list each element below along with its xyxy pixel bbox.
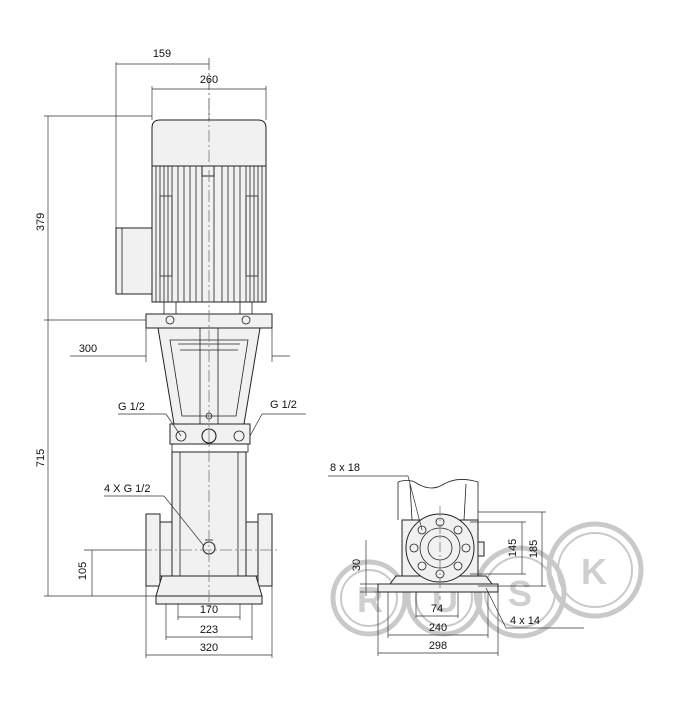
dim-170-label: 170 xyxy=(200,604,218,616)
dim-260-label: 260 xyxy=(200,74,218,86)
dim-30-label: 30 xyxy=(351,559,363,571)
dim-185-label: 185 xyxy=(528,540,540,558)
base-view-dimensions: 8 x 18 145 185 30 74 240 298 4 xyxy=(328,462,584,656)
bolt-hole-icon xyxy=(417,561,427,571)
callout-left-port: G 1/2 xyxy=(118,401,145,413)
dim-105-label: 105 xyxy=(77,562,89,580)
dim-240-label: 240 xyxy=(429,622,447,634)
pump-front-view xyxy=(115,110,273,610)
inlet-flange xyxy=(145,513,173,587)
dim-379-label: 379 xyxy=(35,213,47,231)
pump-base-view xyxy=(377,479,499,600)
bolt-hole-icon xyxy=(453,561,463,571)
dim-145-label: 145 xyxy=(507,539,519,557)
bolt-hole-icon xyxy=(409,543,419,553)
dim-223-label: 223 xyxy=(200,624,218,636)
watermark-letter-3: S xyxy=(508,573,532,614)
pump-head xyxy=(169,423,251,453)
terminal-box xyxy=(115,227,153,295)
callout-bolt-holes: 8 x 18 xyxy=(330,462,360,474)
bolt-hole-icon xyxy=(461,543,471,553)
callout-drain: 4 X G 1/2 xyxy=(104,483,150,495)
callout-right-port: G 1/2 xyxy=(270,399,297,411)
bolt-hole-icon xyxy=(417,525,427,535)
dim-298-label: 298 xyxy=(429,640,447,652)
dim-300-label: 300 xyxy=(79,343,97,355)
motor-fan-cover xyxy=(151,119,267,167)
dim-74-label: 74 xyxy=(431,603,443,615)
callout-foot-holes: 4 x 14 xyxy=(510,615,540,627)
front-view-dimensions: 159 260 379 300 715 105 170 xyxy=(35,48,306,658)
bolt-hole-icon xyxy=(453,525,463,535)
vent-plug-icon xyxy=(201,428,217,444)
dim-320-label: 320 xyxy=(200,642,218,654)
dim-715-label: 715 xyxy=(35,449,47,467)
dim-159-label: 159 xyxy=(153,48,171,60)
watermark-letter-4: K xyxy=(581,551,607,592)
